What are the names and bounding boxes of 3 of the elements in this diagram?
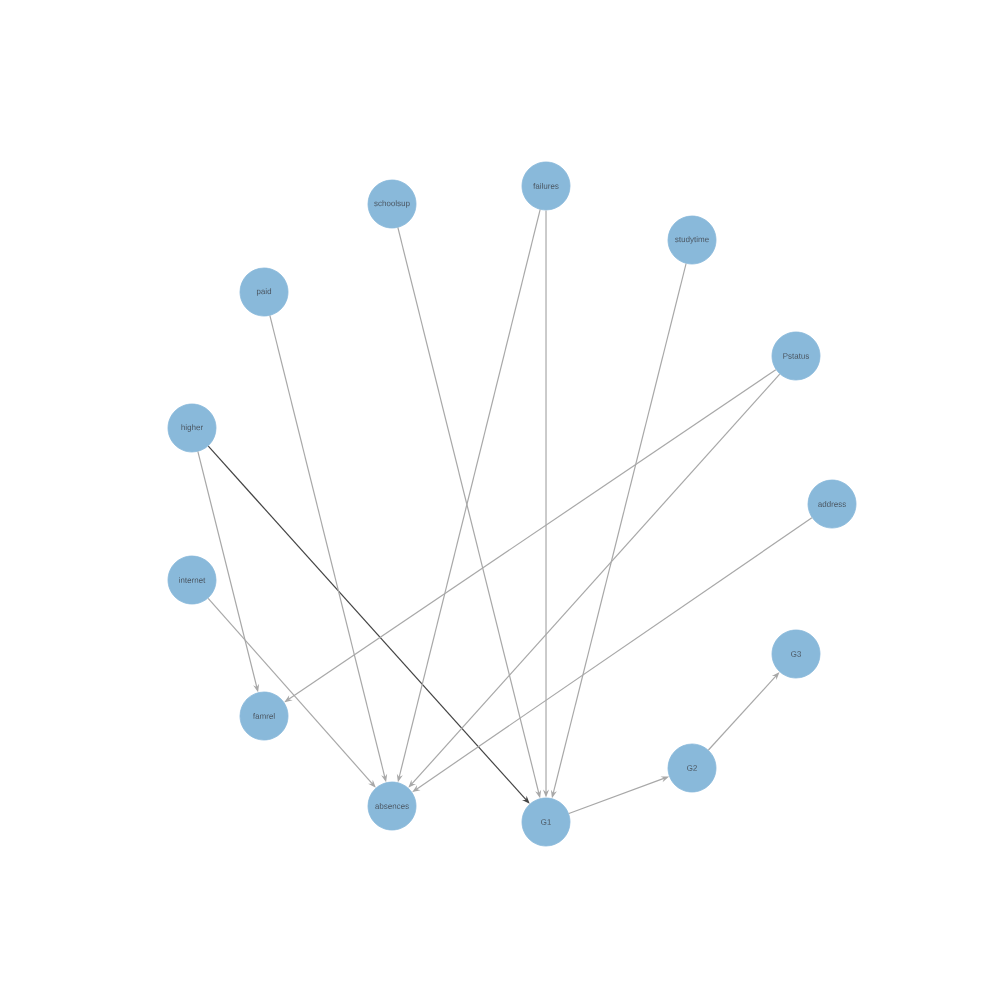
arrow bbox=[207, 445, 530, 804]
arrow bbox=[207, 597, 376, 788]
arrow bbox=[408, 373, 781, 788]
